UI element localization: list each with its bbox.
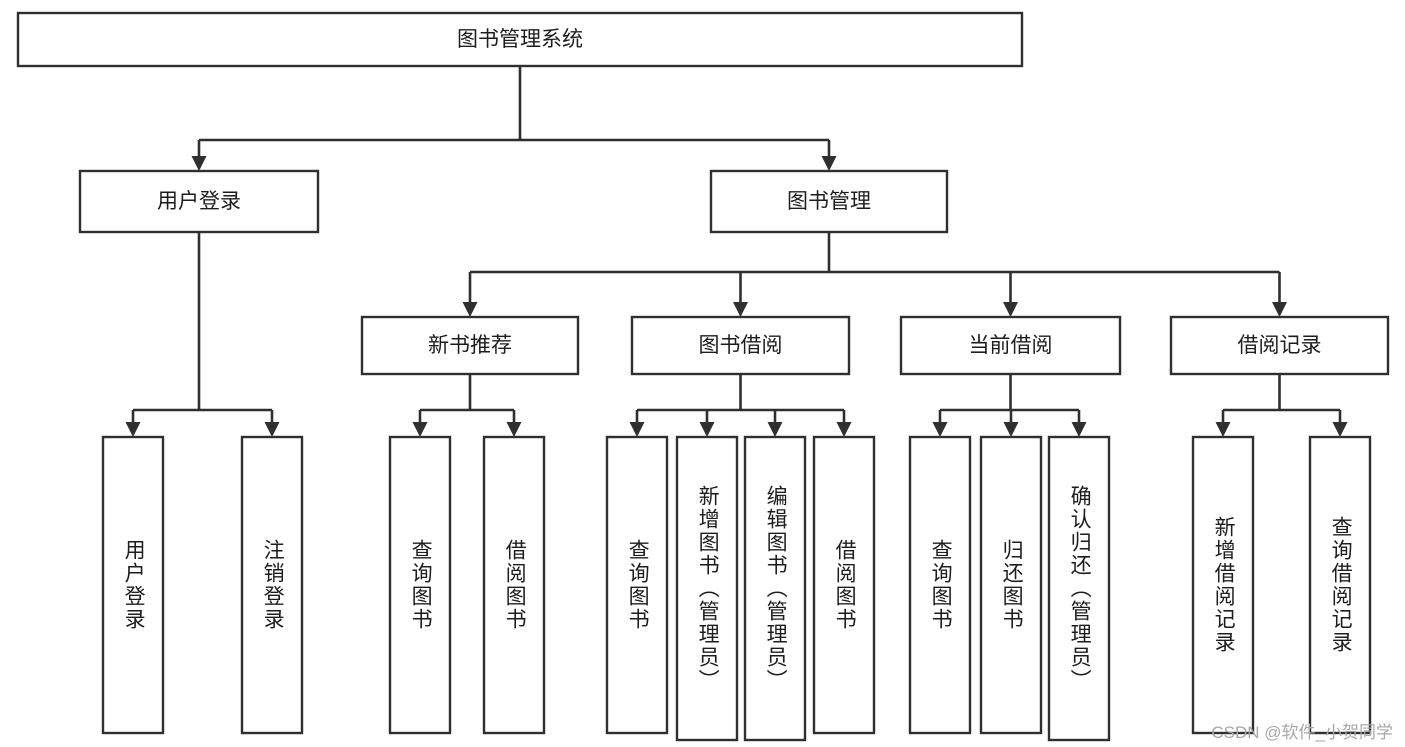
leaf-node-leaf-query-books-1[interactable] xyxy=(388,435,452,735)
node-box-leaf-user-login[interactable] xyxy=(101,435,165,735)
connector-to-leaf-query-books-3-arrowhead xyxy=(932,422,948,437)
node-box-book-manage[interactable] xyxy=(709,169,949,234)
node-label-user-login: 用户登录 xyxy=(157,190,241,213)
node-box-new-book-recommend[interactable] xyxy=(360,315,580,376)
leaf-node-leaf-add-book-admin[interactable] xyxy=(675,435,739,742)
leaf-node-leaf-query-borrow-record[interactable] xyxy=(1308,435,1372,735)
level3-node-borrow-record[interactable]: 借阅记录 xyxy=(1169,315,1390,376)
leaf-node-leaf-return-books[interactable] xyxy=(979,435,1043,735)
connector-to-leaf-borrow-books-1-arrowhead xyxy=(506,422,522,437)
level2-node-user-login[interactable]: 用户登录 xyxy=(78,169,320,234)
node-box-user-login[interactable] xyxy=(78,169,320,234)
connector-to-leaf-edit-book-admin-arrowhead xyxy=(767,422,783,437)
node-box-root[interactable] xyxy=(16,11,1024,68)
connector-to-leaf-return-books-arrowhead xyxy=(1003,422,1019,437)
node-box-leaf-query-books-3[interactable] xyxy=(908,435,972,735)
node-box-leaf-logout-login[interactable] xyxy=(240,435,304,735)
leaf-node-leaf-add-borrow-record[interactable] xyxy=(1191,435,1255,735)
connector-to-leaf-add-borrow-record-arrowhead xyxy=(1215,422,1231,437)
level3-node-book-borrow[interactable]: 图书借阅 xyxy=(630,315,851,376)
connector-to-leaf-confirm-return-admin-arrowhead xyxy=(1071,422,1087,437)
connectors-layer xyxy=(125,66,1348,437)
level2-node-book-manage[interactable]: 图书管理 xyxy=(709,169,949,234)
connector-to-book-borrow-arrowhead xyxy=(733,302,748,317)
node-box-book-borrow[interactable] xyxy=(630,315,851,376)
connector-root-to-user-login-arrowhead xyxy=(191,156,207,171)
level3-node-new-book-recommend[interactable]: 新书推荐 xyxy=(360,315,580,376)
node-box-leaf-query-books-1[interactable] xyxy=(388,435,452,735)
node-box-leaf-borrow-books-2[interactable] xyxy=(812,435,876,735)
connector-to-leaf-query-borrow-record-arrowhead xyxy=(1332,422,1348,437)
connector-to-leaf-query-books-2-arrowhead xyxy=(629,422,645,437)
node-box-leaf-query-borrow-record[interactable] xyxy=(1308,435,1372,735)
connector-to-current-borrow-arrowhead xyxy=(1003,302,1018,317)
leaf-node-leaf-user-login[interactable] xyxy=(101,435,165,735)
node-label-root: 图书管理系统 xyxy=(457,28,583,51)
connector-to-leaf-logout-login-arrowhead xyxy=(264,422,280,437)
connector-to-leaf-query-books-1-arrowhead xyxy=(412,422,428,437)
connector-to-leaf-borrow-books-2-arrowhead xyxy=(836,422,852,437)
node-box-leaf-query-books-2[interactable] xyxy=(605,435,669,735)
connector-to-new-book-recommend-arrowhead xyxy=(462,302,478,317)
node-box-borrow-record[interactable] xyxy=(1169,315,1390,376)
connector-root-to-book-manage-arrowhead xyxy=(821,156,837,171)
connector-to-leaf-add-book-admin-arrowhead xyxy=(699,422,715,437)
leaf-node-leaf-query-books-2[interactable] xyxy=(605,435,669,735)
leaf-node-leaf-logout-login[interactable] xyxy=(240,435,304,735)
node-box-leaf-edit-book-admin[interactable] xyxy=(743,435,807,742)
leaf-node-leaf-query-books-3[interactable] xyxy=(908,435,972,735)
node-label-new-book-recommend: 新书推荐 xyxy=(428,334,512,357)
watermark-text: CSDN @软件_小贺同学 xyxy=(1211,723,1393,742)
node-box-leaf-borrow-books-1[interactable] xyxy=(482,435,546,735)
node-label-borrow-record: 借阅记录 xyxy=(1238,334,1322,357)
node-label-current-borrow: 当前借阅 xyxy=(969,334,1053,357)
node-box-leaf-add-book-admin[interactable] xyxy=(675,435,739,742)
leaf-node-leaf-borrow-books-2[interactable] xyxy=(812,435,876,735)
node-box-leaf-confirm-return-admin[interactable] xyxy=(1047,435,1111,742)
connector-to-leaf-user-login-arrowhead xyxy=(125,422,141,437)
leaf-node-leaf-edit-book-admin[interactable] xyxy=(743,435,807,742)
node-box-leaf-add-borrow-record[interactable] xyxy=(1191,435,1255,735)
root-node-root[interactable]: 图书管理系统 xyxy=(16,11,1024,68)
node-label-book-borrow: 图书借阅 xyxy=(699,334,783,357)
connector-to-borrow-record-arrowhead xyxy=(1272,302,1287,317)
level3-node-current-borrow[interactable]: 当前借阅 xyxy=(899,315,1122,376)
node-box-current-borrow[interactable] xyxy=(899,315,1122,376)
node-label-book-manage: 图书管理 xyxy=(787,190,871,213)
node-box-leaf-return-books[interactable] xyxy=(979,435,1043,735)
leaf-node-leaf-confirm-return-admin[interactable] xyxy=(1047,435,1111,742)
leaf-node-leaf-borrow-books-1[interactable] xyxy=(482,435,546,735)
